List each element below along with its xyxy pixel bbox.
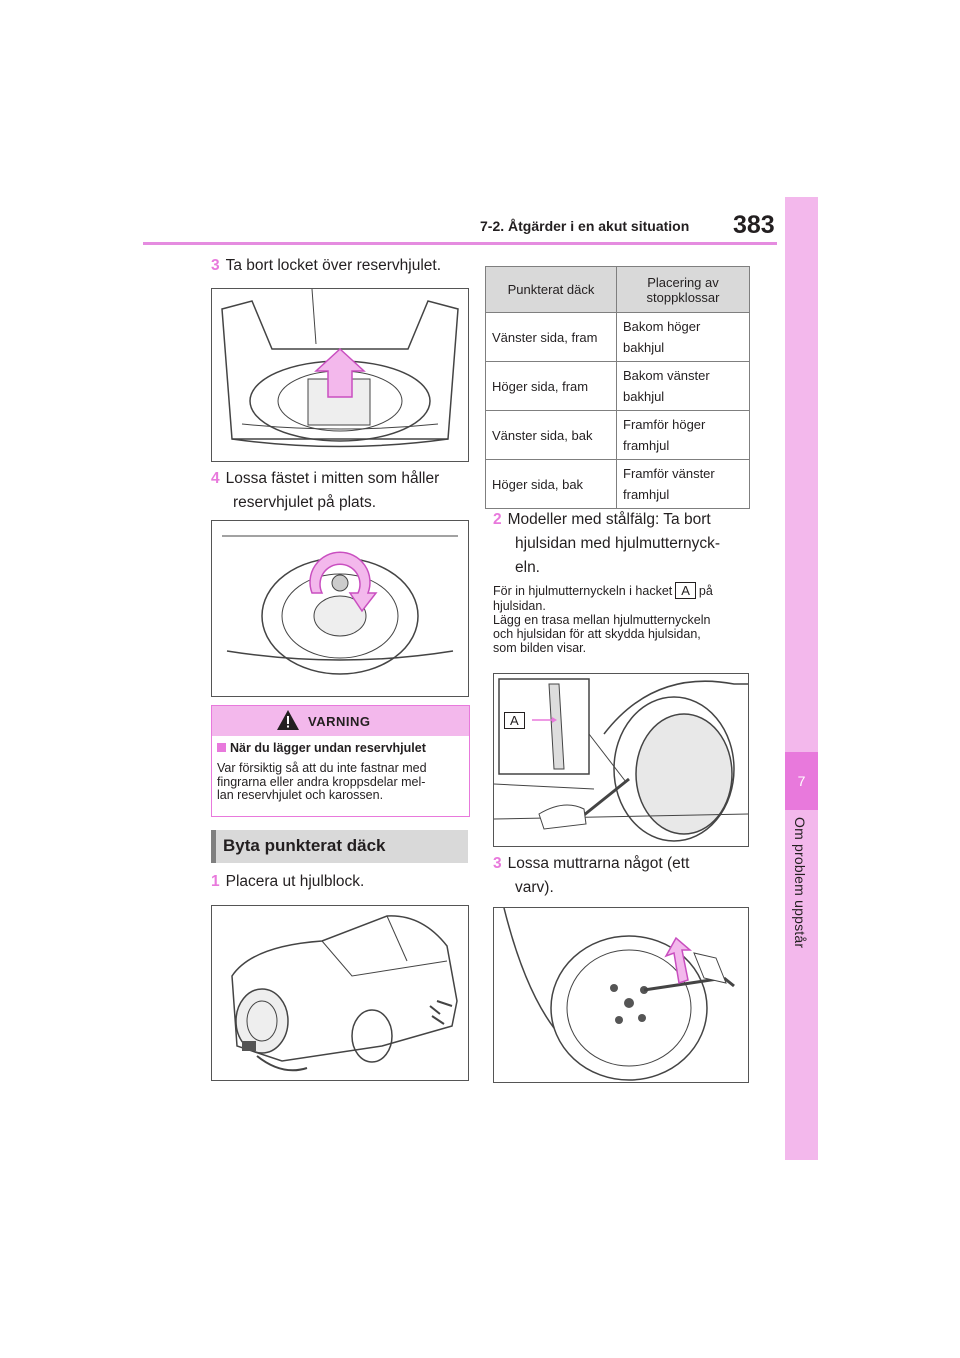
hubcap-removal-illustration: A (493, 673, 749, 847)
page-number: 383 (733, 211, 775, 239)
step-number: 3 (211, 257, 220, 274)
warning-triangle-icon (276, 709, 300, 736)
trunk-cover-illustration (211, 288, 469, 462)
section-title: 7-2. Åtgärder i en akut situation (480, 218, 690, 234)
step-4-loosen-clamp: 4 Lossa fästet i mitten som håller reserv… (211, 467, 439, 515)
table-row: Höger sida, bak Framför vänster framhjul (485, 459, 750, 509)
spare-wheel-clamp-illustration (211, 520, 469, 697)
step-text: Placera ut hjulblock. (225, 873, 365, 890)
loosen-wheel-nuts-illustration (493, 907, 749, 1083)
table-row: Vänster sida, bak Framför höger framhjul (485, 410, 750, 460)
table-cell: Bakom vänster bakhjul (616, 361, 750, 411)
step-text: Ta bort locket över reservhjulet. (225, 257, 441, 274)
table-cell: Framför vänster framhjul (616, 459, 750, 509)
header-rule (143, 242, 777, 245)
warning-header: VARNING (212, 706, 469, 736)
table-cell: Höger sida, fram (485, 361, 617, 411)
table-header-cell: Punkterat däck (485, 266, 617, 313)
car-wheel-chocks-illustration (211, 905, 469, 1081)
wheel-chock-table: Punkterat däck Placering av stoppklossar… (485, 266, 750, 509)
warning-label: VARNING (308, 714, 371, 729)
warning-subheading: När du lägger undan reservhjulet (217, 741, 426, 755)
step-number: 4 (211, 470, 220, 487)
step-number: 1 (211, 873, 220, 890)
figure-callout-a: A (504, 712, 525, 729)
table-cell: Vänster sida, fram (485, 312, 617, 362)
table-row: Vänster sida, fram Bakom höger bakhjul (485, 312, 750, 362)
warning-body: Var försiktig så att du inte fastnar med… (217, 761, 427, 802)
table-row: Höger sida, fram Bakom vänster bakhjul (485, 361, 750, 411)
step-text-line1: Lossa fästet i mitten som håller (225, 470, 440, 487)
table-cell: Framför höger framhjul (616, 410, 750, 460)
step-text-line2: reservhjulet på plats. (233, 494, 377, 511)
step-number: 2 (493, 511, 502, 528)
table-header-row: Punkterat däck Placering av stoppklossar (485, 266, 750, 313)
step-3-remove-cover: 3 Ta bort locket över reservhjulet. (211, 254, 441, 278)
warning-box: VARNING När du lägger undan reservhjulet… (211, 705, 470, 817)
table-cell: Vänster sida, bak (485, 410, 617, 460)
chapter-side-tab (785, 197, 818, 1160)
table-cell: Höger sida, bak (485, 459, 617, 509)
table-header-cell: Placering av stoppklossar (616, 266, 750, 313)
chapter-title: Om problem uppstår (792, 817, 808, 949)
chapter-number: 7 (785, 752, 818, 810)
step-1-place-chocks: 1 Placera ut hjulblock. (211, 870, 364, 894)
step-number: 3 (493, 855, 502, 872)
table-cell: Bakom höger bakhjul (616, 312, 750, 362)
section-heading: Byta punkterat däck (211, 830, 468, 863)
callout-a-marker: A (675, 582, 696, 599)
bullet-square-icon (217, 743, 226, 752)
